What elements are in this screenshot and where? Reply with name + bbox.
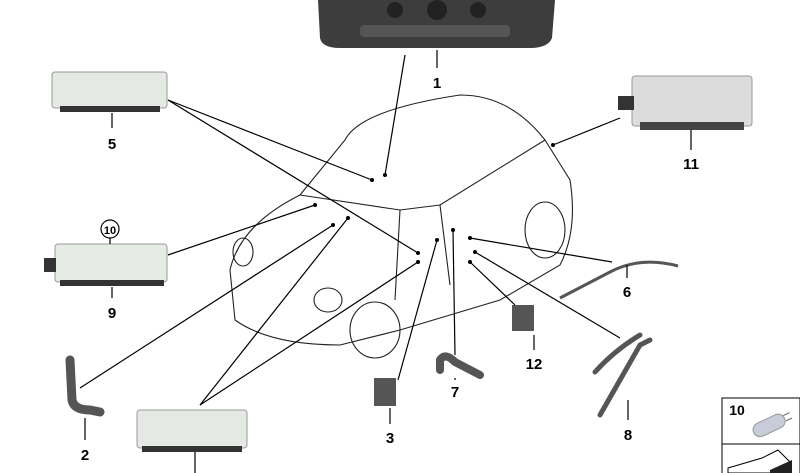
part-lamp-4[interactable] [136, 409, 248, 452]
legend-box-label: 10 [729, 402, 745, 418]
part-sensor-12[interactable] [512, 305, 534, 331]
callout-9: 9 [108, 305, 116, 322]
part-hose-2[interactable] [65, 355, 105, 417]
callout-5: 5 [108, 136, 116, 153]
callout-8: 8 [624, 427, 632, 444]
callout-10: 10 [104, 225, 116, 237]
legend-box-bulb[interactable]: 10 [721, 397, 800, 445]
part-sensor-3[interactable] [374, 378, 396, 406]
part-hose-7[interactable] [436, 352, 484, 379]
part-cable-6[interactable] [559, 260, 679, 300]
part-cable-8[interactable] [592, 332, 653, 418]
callout-1: 1 [433, 75, 441, 92]
part-lamp-5[interactable] [51, 71, 168, 112]
part-lamp-11[interactable] [618, 75, 753, 130]
callout-3: 3 [386, 430, 394, 447]
bulb-icon [752, 412, 793, 438]
part-overhead-console[interactable] [318, 0, 555, 48]
callout-2: 2 [81, 447, 89, 464]
callout-6: 6 [623, 284, 631, 301]
callout-12: 12 [526, 356, 543, 373]
part-lamp-9[interactable] [44, 243, 168, 286]
callout-11: 11 [683, 156, 699, 173]
leader-lines [79, 50, 692, 473]
legend-box-wedge [721, 443, 800, 473]
callout-7: 7 [451, 384, 459, 401]
car-outline [229, 94, 574, 359]
